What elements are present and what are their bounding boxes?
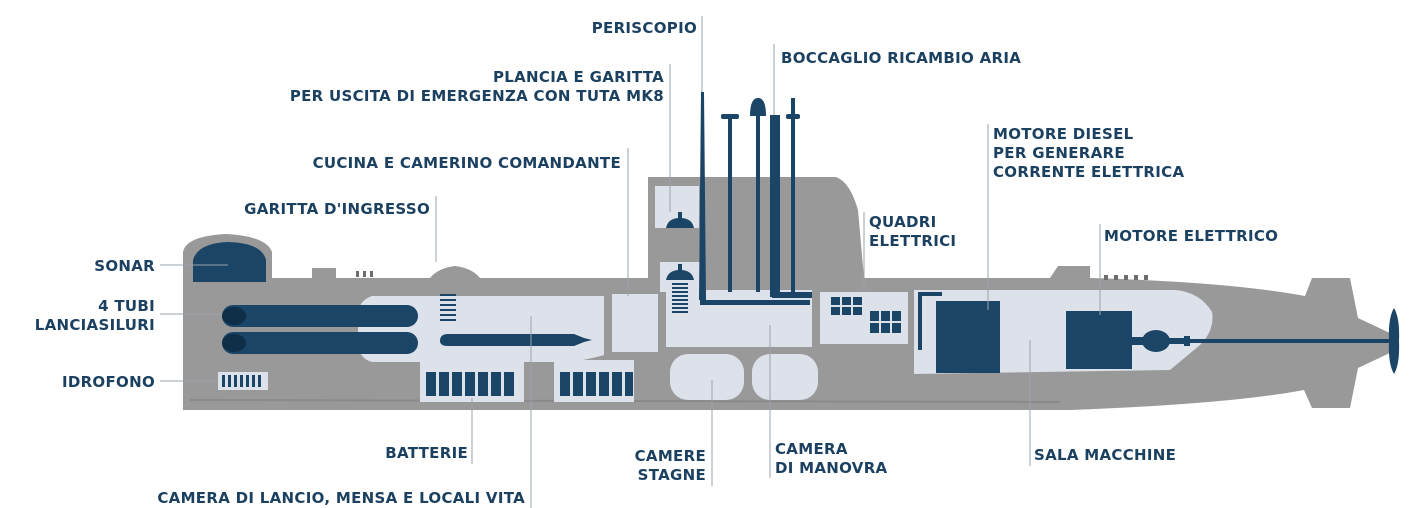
label-quadri-line2: ELETTRICI <box>869 232 956 250</box>
propeller-shaft <box>1190 339 1396 343</box>
label-tubi-line1: 4 TUBI <box>98 297 155 315</box>
motor-coupling <box>1184 336 1190 346</box>
hydrophone-grille <box>222 375 261 387</box>
labels: PERISCOPIO BOCCAGLIO RICAMBIO ARIA PLANC… <box>35 19 1278 507</box>
label-camera-manovra-line2: DI MANOVRA <box>775 459 888 477</box>
sonar-dome <box>193 242 266 282</box>
leader-lines <box>160 16 1101 508</box>
diesel-exhaust <box>918 292 922 350</box>
motor-coupling <box>1142 330 1170 352</box>
mast-pipe <box>756 116 760 292</box>
snorkel <box>770 115 780 297</box>
label-sonar: SONAR <box>94 257 155 275</box>
battery-cells <box>426 372 633 396</box>
label-boccaglio: BOCCAGLIO RICAMBIO ARIA <box>781 49 1021 67</box>
label-camere-stagne-line2: STAGNE <box>638 466 706 484</box>
periscope-mast <box>699 92 706 300</box>
sail-ladder <box>672 283 688 313</box>
torpedo-tube <box>222 332 418 354</box>
deck-vent <box>1144 275 1148 280</box>
propeller <box>1388 308 1400 374</box>
label-plancia-line1: PLANCIA E GARITTA <box>493 68 664 86</box>
label-motore-diesel-line1: MOTORE DIESEL <box>993 125 1134 143</box>
deck-vent <box>356 271 359 277</box>
label-camera-lancio: CAMERA DI LANCIO, MENSA E LOCALI VITA <box>157 489 525 507</box>
diesel-exhaust <box>918 292 942 296</box>
mast-manifold <box>700 300 810 305</box>
label-tubi-line2: LANCIASILURI <box>35 316 155 334</box>
label-periscopio: PERISCOPIO <box>592 19 697 37</box>
torpedo-tube <box>222 305 418 327</box>
torpedo <box>440 334 592 346</box>
deck-vent <box>1114 275 1118 280</box>
camera-manovra-compartment <box>666 290 812 347</box>
label-plancia-line2: PER USCITA DI EMERGENZA CON TUTA MK8 <box>290 87 664 105</box>
label-motore-diesel-line3: CORRENTE ELETTRICA <box>993 163 1184 181</box>
deck-vent <box>1124 275 1128 280</box>
deck-vent <box>1134 275 1138 280</box>
torpedo-tube-cap <box>222 334 246 352</box>
label-motore-elettrico: MOTORE ELETTRICO <box>1104 227 1278 245</box>
deck-vent <box>363 271 366 277</box>
electric-motor <box>1066 311 1132 369</box>
motor-coupling <box>1168 338 1184 344</box>
label-sala-macchine: SALA MACCHINE <box>1034 446 1176 464</box>
camera-stagna-2 <box>752 354 818 400</box>
mast-pipe <box>728 118 732 292</box>
sail-hatch <box>666 212 694 228</box>
deck-vent <box>1104 275 1108 280</box>
mast-manifold <box>772 292 812 298</box>
label-motore-diesel-line2: PER GENERARE <box>993 144 1125 162</box>
label-camere-stagne-line1: CAMERE <box>635 447 706 465</box>
electrical-panels <box>831 297 901 333</box>
label-quadri-line1: QUADRI <box>869 213 936 231</box>
mast-head <box>721 114 739 119</box>
mast-head <box>750 98 766 116</box>
deck-vent <box>370 271 373 277</box>
equipment <box>193 92 1400 396</box>
torpedo-tube-cap <box>222 307 246 325</box>
label-camera-manovra-line1: CAMERA <box>775 440 848 458</box>
mast-pipe <box>791 98 795 292</box>
mast-head <box>786 114 800 119</box>
label-idrofono: IDROFONO <box>62 373 155 391</box>
storage-rack <box>440 294 456 321</box>
sail-hatch <box>666 264 694 280</box>
label-garitta-ingresso: GARITTA D'INGRESSO <box>244 200 430 218</box>
motor-coupling <box>1132 337 1144 345</box>
label-cucina: CUCINA E CAMERINO COMANDANTE <box>313 154 621 172</box>
label-batterie: BATTERIE <box>385 444 468 462</box>
diesel-engine <box>936 301 1000 373</box>
cucina-compartment <box>612 294 658 352</box>
camera-stagna-1 <box>670 354 744 400</box>
